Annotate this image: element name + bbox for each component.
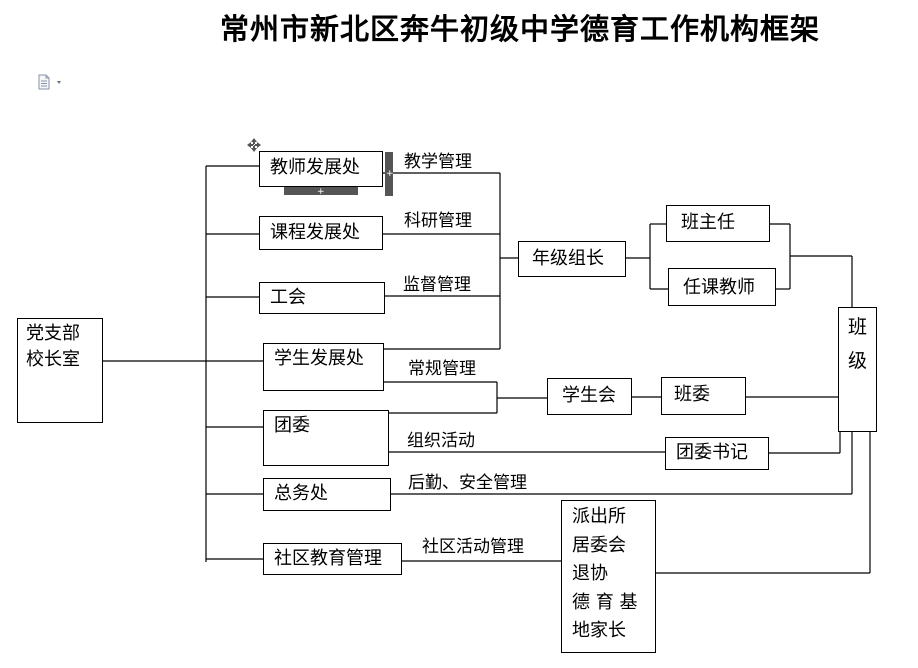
league-secretary-box[interactable]: 团委书记 xyxy=(665,437,769,470)
move-handle-icon[interactable] xyxy=(247,138,261,152)
svg-text:+: + xyxy=(317,187,325,197)
course-dev-box[interactable]: 课程发展处 xyxy=(259,216,383,250)
label-logistics: 后勤、安全管理 xyxy=(408,473,527,493)
label-teaching: 教学管理 xyxy=(404,152,472,172)
head-teacher-box[interactable]: 班主任 xyxy=(666,205,770,242)
community-edu-box[interactable]: 社区教育管理 xyxy=(263,543,402,575)
label-supervision: 监督管理 xyxy=(403,275,471,295)
subject-teacher-box[interactable]: 任课教师 xyxy=(668,268,776,306)
label-community-activity: 社区活动管理 xyxy=(422,537,524,557)
page-title: 常州市新北区奔牛初级中学德育工作机构框架 xyxy=(219,12,820,46)
class-box[interactable]: 班 级 xyxy=(838,307,877,432)
svg-text:+: + xyxy=(386,169,394,179)
community-item-retirees: 退协 xyxy=(572,563,608,584)
student-union-label: 学生会 xyxy=(562,385,616,406)
label-research: 科研管理 xyxy=(404,211,472,231)
union-label: 工会 xyxy=(270,287,306,308)
head-teacher-label: 班主任 xyxy=(681,212,735,233)
grade-leader-label: 年级组长 xyxy=(532,248,604,269)
community-edu-label: 社区教育管理 xyxy=(274,548,382,569)
document-icon[interactable] xyxy=(38,74,64,94)
class-committee-box[interactable]: 班委 xyxy=(661,377,746,415)
community-item-police: 派出所 xyxy=(572,506,626,527)
league-secretary-label: 团委书记 xyxy=(676,442,748,463)
student-union-box[interactable]: 学生会 xyxy=(547,378,632,415)
league-label: 团委 xyxy=(274,415,310,436)
teacher-dev-box[interactable]: 教师发展处 xyxy=(259,151,383,187)
course-dev-label: 课程发展处 xyxy=(270,222,360,243)
root-party-principal-box[interactable]: 党支部 校长室 xyxy=(17,318,103,423)
label-org-activity: 组织活动 xyxy=(407,431,475,451)
label-routine: 常规管理 xyxy=(408,359,476,379)
general-affairs-box[interactable]: 总务处 xyxy=(263,478,391,511)
league-box[interactable]: 团委 xyxy=(263,410,389,466)
community-partners-box[interactable]: 派出所 居委会 退协 德 育 基 地家长 xyxy=(561,500,656,653)
general-affairs-label: 总务处 xyxy=(274,483,328,504)
class-committee-label: 班委 xyxy=(674,384,710,405)
union-box[interactable]: 工会 xyxy=(259,282,385,314)
class-char-1: 班 xyxy=(847,316,867,338)
root-line-2: 校长室 xyxy=(26,349,80,370)
class-char-2: 级 xyxy=(847,350,867,372)
student-dev-label: 学生发展处 xyxy=(274,348,364,369)
community-item-base: 德 育 基 xyxy=(572,591,638,613)
root-line-1: 党支部 xyxy=(26,323,80,344)
community-item-residents: 居委会 xyxy=(572,534,626,556)
student-dev-box[interactable]: 学生发展处 xyxy=(263,343,384,391)
grade-leader-box[interactable]: 年级组长 xyxy=(518,241,626,277)
teacher-dev-label: 教师发展处 xyxy=(270,157,360,178)
community-item-parents: 地家长 xyxy=(572,620,626,641)
subject-teacher-label: 任课教师 xyxy=(683,277,755,298)
resize-handle-icon[interactable]: + + xyxy=(284,152,394,197)
